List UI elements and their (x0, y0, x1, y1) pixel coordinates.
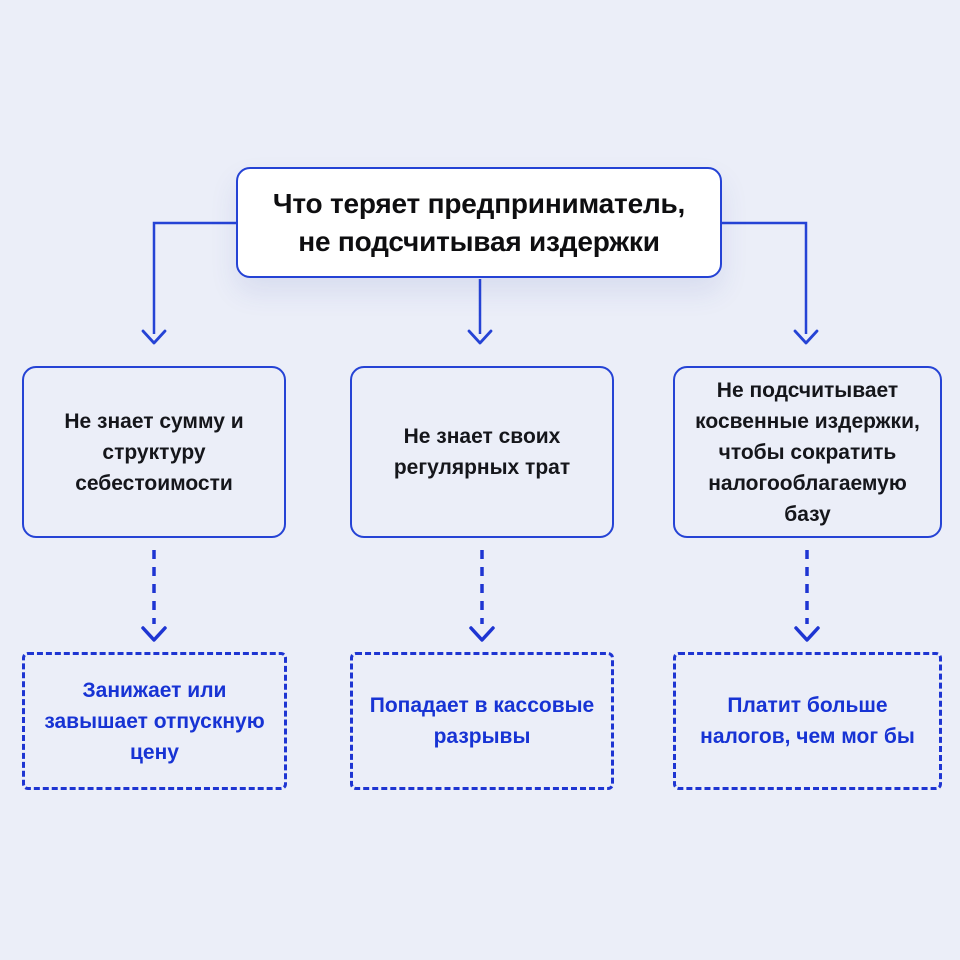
arrow-title-to-cause-1-icon (141, 221, 236, 345)
arrow-title-to-cause-2-icon (467, 279, 493, 345)
title-node: Что теряет предприниматель, не подсчитыв… (236, 167, 722, 278)
dashed-arrow-cause-2-to-effect-2-icon (469, 550, 495, 642)
dashed-arrow-cause-3-to-effect-3-icon (794, 550, 820, 642)
effect-label: Платит больше налогов, чем мог бы (700, 694, 915, 748)
title-text: Что теряет предприниматель, не подсчитыв… (273, 185, 685, 261)
cause-node-indirect-costs: Не подсчитывает косвенные издержки, чтоб… (673, 366, 942, 538)
cause-node-cost-structure: Не знает сумму и структуру себестоимости (22, 366, 286, 538)
arrow-title-to-cause-3-icon (722, 221, 819, 345)
cause-node-regular-spending: Не знает своих регулярных трат (350, 366, 614, 538)
cause-label: Не знает своих регулярных трат (393, 425, 571, 479)
title-line-1: Что теряет предприниматель, (272, 187, 686, 219)
dashed-arrow-cause-1-to-effect-1-icon (141, 550, 167, 642)
effect-label: Попадает в кассовые разрывы (369, 694, 595, 748)
cause-label: Не знает сумму и структуру себестоимости (64, 409, 244, 495)
cause-label: Не подсчитывает косвенные издержки, чтоб… (695, 378, 920, 526)
effect-node-wrong-price: Занижает или завышает отпускную цену (22, 652, 287, 790)
effect-node-cash-gaps: Попадает в кассовые разрывы (350, 652, 614, 790)
title-line-2: не подсчитывая издержки (298, 225, 660, 257)
effect-node-extra-taxes: Платит больше налогов, чем мог бы (673, 652, 942, 790)
effect-label: Занижает или завышает отпускную цену (44, 678, 265, 764)
